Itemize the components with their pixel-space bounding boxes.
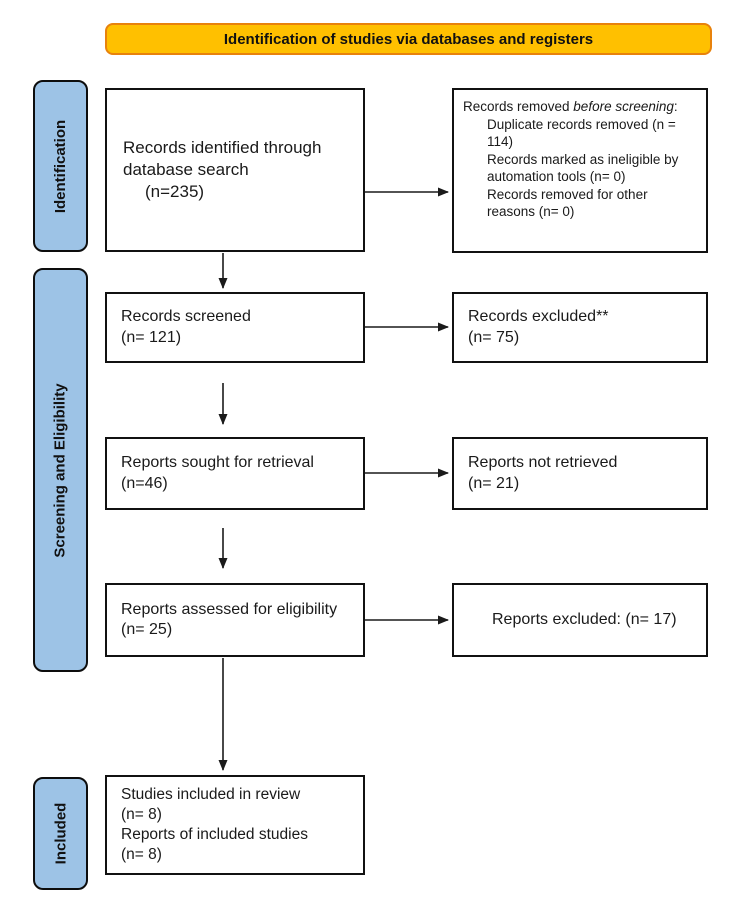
stage-label-included: Included: [33, 777, 88, 890]
records-removed-title-suffix: :: [673, 99, 678, 114]
records-removed-item-duplicates: Duplicate records removed (n = 114): [487, 116, 676, 150]
diagram-title: Identification of studies via databases …: [223, 30, 594, 48]
records-excluded-text: Records excluded**: [468, 308, 609, 326]
box-studies-included: Studies included in review (n= 8) Report…: [105, 775, 365, 875]
diagram-title-banner: Identification of studies via databases …: [105, 23, 712, 55]
records-removed-title-prefix: Records removed: [463, 99, 574, 114]
stage-label-included-text: Included: [52, 802, 70, 865]
reports-assessed-text: Reports assessed for eligibility: [121, 600, 338, 618]
stage-label-screening-eligibility: Screening and Eligibility: [33, 268, 88, 672]
records-removed-item-other: Records removed for other reasons (n= 0): [487, 186, 648, 220]
records-screened-text: Records screened: [121, 308, 251, 326]
reports-excluded-text: Reports excluded: (n= 17): [492, 610, 677, 628]
records-excluded-count: (n= 75): [468, 328, 520, 346]
records-removed-title-italic: before screening: [573, 99, 674, 114]
studies-included-count: (n= 8): [121, 806, 162, 824]
reports-included-count: (n= 8): [121, 845, 162, 863]
stage-label-screening-eligibility-text: Screening and Eligibility: [52, 382, 70, 558]
reports-sought-text: Reports sought for retrieval: [121, 454, 314, 472]
reports-included-text: Reports of included studies: [121, 826, 308, 843]
reports-not-retrieved-count: (n= 21): [468, 474, 520, 492]
reports-not-retrieved-text: Reports not retrieved: [468, 454, 618, 472]
records-identified-count: (n=235): [145, 181, 205, 201]
box-records-excluded: Records excluded** (n= 75): [452, 292, 708, 363]
box-reports-assessed: Reports assessed for eligibility (n= 25): [105, 583, 365, 657]
box-records-screened: Records screened (n= 121): [105, 292, 365, 363]
box-reports-sought: Reports sought for retrieval (n=46): [105, 437, 365, 510]
records-removed-item-automation: Records marked as ineligible by automati…: [487, 151, 679, 185]
stage-label-identification: Identification: [33, 80, 88, 252]
studies-included-text: Studies included in review: [121, 786, 301, 804]
box-records-removed: Records removed before screening: Duplic…: [452, 88, 708, 253]
box-reports-excluded: Reports excluded: (n= 17): [452, 583, 708, 657]
records-identified-text: Records identified through database sear…: [123, 138, 322, 180]
box-reports-not-retrieved: Reports not retrieved (n= 21): [452, 437, 708, 510]
reports-sought-count: (n=46): [121, 474, 168, 492]
box-records-identified: Records identified through database sear…: [105, 88, 365, 252]
records-removed-title: Records removed before screening:: [463, 98, 698, 116]
records-screened-count: (n= 121): [121, 328, 182, 346]
stage-label-identification-text: Identification: [52, 119, 69, 213]
reports-assessed-count: (n= 25): [121, 621, 173, 638]
